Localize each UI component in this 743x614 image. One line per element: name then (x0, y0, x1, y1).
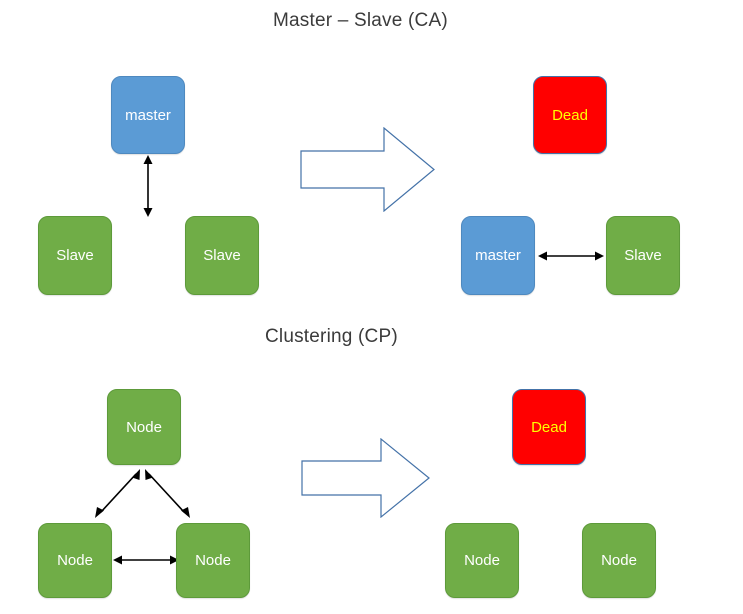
node-label: master (125, 106, 171, 124)
node-cluster-bottom-left: Node (38, 523, 112, 598)
section-title-master-slave: Master – Slave (CA) (273, 10, 448, 31)
node-remaining-slave: Slave (606, 216, 680, 295)
node-label: Slave (56, 247, 94, 264)
connector-cluster-diagonals (95, 469, 190, 518)
connector-master-slave-vertical (143, 155, 153, 217)
block-arrow-right-icon (300, 127, 435, 212)
node-cluster-survivor-left: Node (445, 523, 519, 598)
section-title-clustering: Clustering (CP) (265, 326, 398, 347)
node-promoted-master: master (461, 216, 535, 295)
node-label: Node (126, 418, 162, 436)
node-label: Slave (203, 247, 241, 264)
node-label: Node (464, 552, 500, 569)
block-arrow-right-icon (301, 438, 430, 518)
node-label: Dead (552, 106, 588, 124)
node-cluster-dead: Dead (512, 389, 586, 465)
node-master: master (111, 76, 185, 154)
node-label: Dead (531, 418, 567, 436)
node-slave-right: Slave (185, 216, 259, 295)
node-cluster-bottom-right: Node (176, 523, 250, 598)
node-cluster-survivor-right: Node (582, 523, 656, 598)
node-label: Node (195, 552, 231, 569)
node-dead-master: Dead (533, 76, 607, 154)
node-label: Node (601, 552, 637, 569)
node-slave-left: Slave (38, 216, 112, 295)
node-cluster-top: Node (107, 389, 181, 465)
node-label: Slave (624, 247, 662, 264)
node-label: master (475, 247, 521, 264)
node-label: Node (57, 552, 93, 569)
connector-master-slave-horizontal (538, 251, 604, 261)
connector-cluster-horizontal (113, 555, 179, 565)
